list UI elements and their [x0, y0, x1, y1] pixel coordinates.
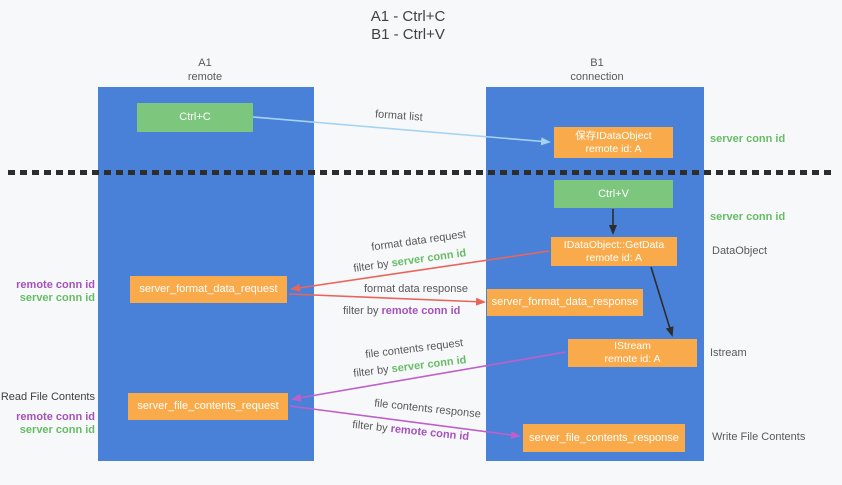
arrow-format-data-response — [288, 293, 486, 306]
node-save-idataobject: 保存IDataObject remote id: A — [554, 127, 673, 158]
filter-by-prefix: filter by — [352, 257, 393, 275]
label-format-list: format list — [374, 108, 424, 124]
node-save-idataobject-line2: remote id: A — [585, 142, 642, 155]
node-server-file-contents-response: server_file_contents_response — [523, 424, 685, 452]
node-getdata-line2: remote id: A — [585, 251, 643, 264]
node-getdata-line1: IDataObject::GetData — [563, 238, 665, 251]
node-ctrl-c: Ctrl+C — [137, 103, 253, 132]
node-istream-line2: remote id: A — [604, 353, 661, 365]
node-server-file-contents-response-label: server_file_contents_response — [529, 431, 679, 444]
column-header-a1: A1 remote — [155, 56, 255, 84]
filter-key-remote-conn-id: remote conn id — [389, 422, 470, 444]
filter-by-prefix: filter by — [351, 418, 392, 435]
label-remote-conn-id-bottom: remote conn id — [16, 411, 95, 423]
node-ctrl-c-label: Ctrl+C — [179, 111, 211, 123]
node-server-file-contents-request-label: server_file_contents_request — [137, 400, 279, 412]
filter-by-prefix: filter by — [343, 305, 382, 317]
filter-key-remote-conn-id: remote conn id — [381, 305, 461, 317]
label-format-data-request-filter: filter by server conn id — [353, 247, 467, 275]
session-divider-dashed-line — [8, 170, 834, 175]
label-format-data-response: format data response — [364, 283, 468, 295]
label-server-conn-id-mid: server conn id — [710, 211, 786, 223]
node-istream-line1: IStream — [614, 340, 651, 352]
column-header-b1: B1 connection — [547, 56, 647, 84]
node-ctrl-v-label: Ctrl+V — [598, 187, 629, 200]
column-a1-name: A1 — [198, 57, 212, 69]
label-file-contents-response: file contents response — [373, 397, 482, 421]
label-read-file-contents: Read File Contents — [0, 391, 95, 403]
label-format-data-response-filter: filter by remote conn id — [343, 305, 460, 317]
node-server-format-data-request-label: server_format_data_request — [139, 283, 278, 295]
diagram-title: A1 - Ctrl+C B1 - Ctrl+V — [308, 8, 508, 44]
label-block-bottom-left: Read File Contents remote conn id server… — [1, 391, 95, 437]
label-server-conn-id-top: server conn id — [710, 133, 786, 145]
label-remote-conn-id-mid: remote conn id — [16, 279, 95, 291]
node-server-format-data-request: server_format_data_request — [130, 276, 287, 303]
column-a1-subtitle: remote — [187, 71, 223, 83]
label-istream: Istream — [710, 347, 747, 359]
node-idataobject-getdata: IDataObject::GetData remote id: A — [551, 237, 677, 266]
label-write-file-contents: Write File Contents — [712, 431, 806, 443]
filter-by-prefix: filter by — [352, 363, 393, 380]
label-server-conn-id-bottom: server conn id — [19, 424, 95, 436]
node-ctrl-v: Ctrl+V — [554, 180, 673, 208]
node-save-idataobject-line1: 保存IDataObject — [575, 129, 652, 142]
label-dataobject: DataObject — [712, 245, 768, 257]
title-line-1: A1 - Ctrl+C — [370, 8, 446, 25]
column-b1-name: B1 — [590, 57, 604, 69]
label-server-conn-id-mid-left: server conn id — [19, 292, 95, 304]
label-file-contents-response-filter: filter by remote conn id — [352, 419, 470, 443]
node-server-format-data-response-label: server_format_data_response — [491, 296, 639, 308]
title-line-2: B1 - Ctrl+V — [371, 26, 445, 43]
filter-key-server-conn-id: server conn id — [390, 354, 468, 376]
filter-key-server-conn-id: server conn id — [390, 247, 468, 270]
node-istream: IStream remote id: A — [568, 339, 697, 367]
node-server-format-data-response: server_format_data_response — [487, 289, 643, 316]
column-b1-subtitle: connection — [570, 71, 624, 83]
node-server-file-contents-request: server_file_contents_request — [128, 393, 288, 420]
label-block-mid-left: remote conn id server conn id — [16, 279, 95, 305]
